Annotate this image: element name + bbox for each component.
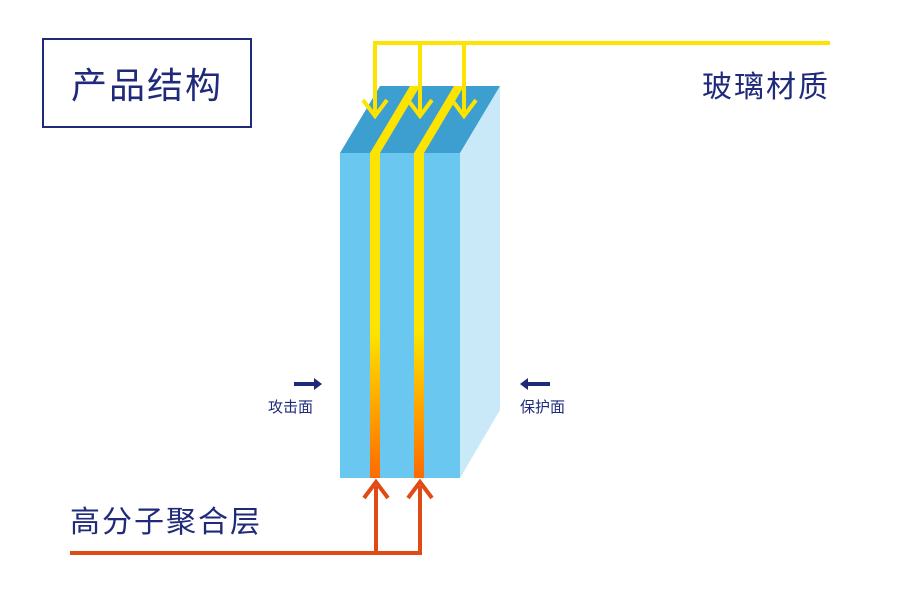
interlayer-1 xyxy=(370,153,380,478)
glass-pane-1 xyxy=(340,153,370,478)
attack-face-label: 攻击面 xyxy=(268,398,314,416)
glass-pane-2 xyxy=(380,153,414,478)
glass-side-face xyxy=(460,86,500,478)
title-box: 产品结构 xyxy=(42,38,252,128)
polymer-arrow-2 xyxy=(406,478,434,500)
page-title: 产品结构 xyxy=(70,66,223,107)
attack-face-arrow-icon xyxy=(294,378,322,390)
interlayer-top-2 xyxy=(414,86,464,153)
interlayer-top-1 xyxy=(370,86,420,153)
glass-leader-lines xyxy=(373,41,830,112)
polymer-arrowheads xyxy=(362,478,434,500)
glass-material-label: 玻璃材质 xyxy=(702,70,830,105)
polymer-leader-lines xyxy=(70,486,422,555)
polymer-layer-label: 高分子聚合层 xyxy=(70,505,262,540)
protect-face-arrow-icon xyxy=(520,378,550,390)
glass-arrow-2 xyxy=(406,98,434,120)
glass-arrowheads xyxy=(361,98,478,120)
glass-arrow-1 xyxy=(361,98,389,120)
glass-arrow-3 xyxy=(450,98,478,120)
polymer-arrow-1 xyxy=(362,478,390,500)
glass-pane-3 xyxy=(424,153,460,478)
protect-face-label: 保护面 xyxy=(520,398,566,416)
interlayer-2 xyxy=(414,153,424,478)
